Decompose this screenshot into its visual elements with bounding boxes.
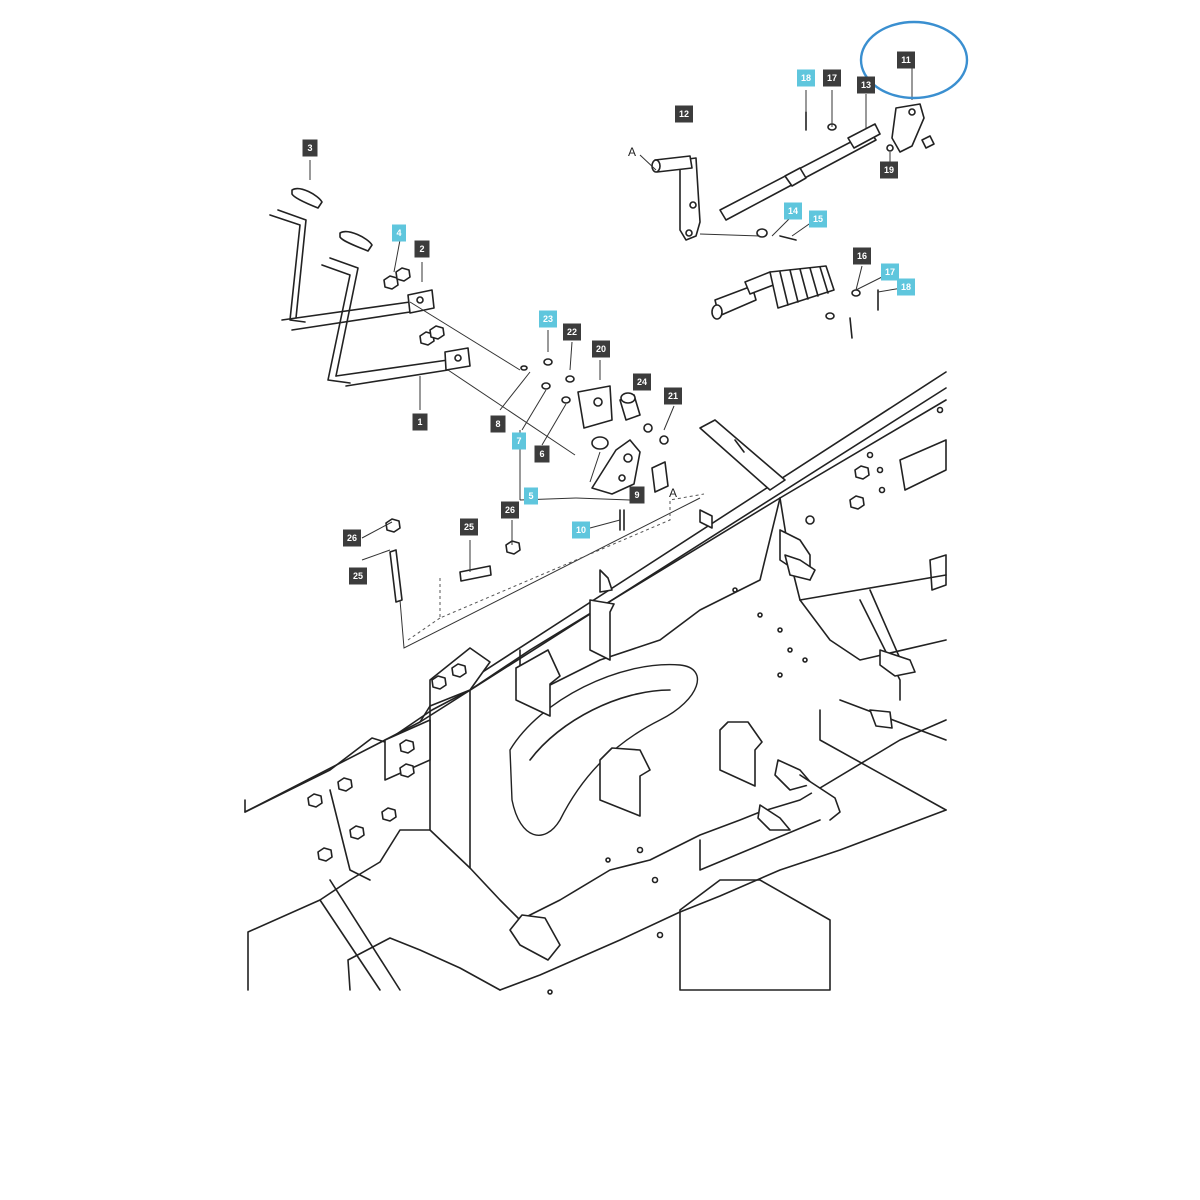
callout-2[interactable]: 2 — [414, 240, 430, 258]
svg-text:1: 1 — [417, 417, 422, 427]
svg-text:25: 25 — [353, 571, 363, 581]
callout-18[interactable]: 18 — [897, 278, 915, 296]
reference-letter-a: A — [669, 486, 677, 500]
svg-text:7: 7 — [516, 436, 521, 446]
callout-21[interactable]: 21 — [664, 387, 682, 405]
svg-text:12: 12 — [679, 109, 689, 119]
callout-16[interactable]: 16 — [853, 247, 871, 265]
callout-23[interactable]: 23 — [539, 310, 557, 328]
callout-25[interactable]: 25 — [460, 518, 478, 536]
callout-24[interactable]: 24 — [633, 373, 651, 391]
callout-8[interactable]: 8 — [490, 415, 506, 433]
svg-text:13: 13 — [861, 80, 871, 90]
svg-text:8: 8 — [495, 419, 500, 429]
highlight-circle — [859, 20, 969, 100]
callout-11[interactable]: 11 — [897, 51, 915, 69]
callout-15[interactable]: 15 — [809, 210, 827, 228]
callout-12[interactable]: 12 — [675, 105, 693, 123]
svg-text:2: 2 — [419, 244, 424, 254]
svg-text:17: 17 — [885, 267, 895, 277]
svg-text:16: 16 — [857, 251, 867, 261]
callout-6[interactable]: 6 — [534, 445, 550, 463]
callout-3[interactable]: 3 — [302, 139, 318, 157]
svg-text:20: 20 — [596, 344, 606, 354]
leader-lines — [309, 68, 913, 649]
svg-text:25: 25 — [464, 522, 474, 532]
callout-9[interactable]: 9 — [629, 486, 645, 504]
svg-text:9: 9 — [634, 490, 639, 500]
callout-20[interactable]: 20 — [592, 340, 610, 358]
svg-text:18: 18 — [901, 282, 911, 292]
svg-text:15: 15 — [813, 214, 823, 224]
callout-14[interactable]: 14 — [784, 202, 802, 220]
callout-17[interactable]: 17 — [881, 263, 899, 281]
linkage-assembly — [651, 103, 935, 339]
svg-text:5: 5 — [528, 491, 533, 501]
svg-text:22: 22 — [567, 327, 577, 337]
svg-text:10: 10 — [576, 525, 586, 535]
bracket-assembly — [385, 358, 786, 603]
svg-text:26: 26 — [347, 533, 357, 543]
reference-letter-a: A — [628, 145, 636, 159]
callout-1[interactable]: 1 — [412, 413, 428, 431]
svg-text:24: 24 — [637, 377, 647, 387]
svg-text:3: 3 — [307, 143, 312, 153]
svg-text:19: 19 — [884, 165, 894, 175]
svg-text:6: 6 — [539, 449, 544, 459]
svg-text:21: 21 — [668, 391, 678, 401]
callout-18[interactable]: 18 — [797, 69, 815, 87]
svg-text:23: 23 — [543, 314, 553, 324]
callout-4[interactable]: 4 — [392, 224, 406, 242]
callout-25[interactable]: 25 — [349, 567, 367, 585]
svg-text:4: 4 — [396, 228, 401, 238]
callout-10[interactable]: 10 — [572, 521, 590, 539]
callout-5[interactable]: 5 — [524, 487, 538, 505]
callout-17[interactable]: 17 — [823, 69, 841, 87]
callout-26[interactable]: 26 — [343, 529, 361, 547]
callout-13[interactable]: 13 — [857, 76, 875, 94]
frame-fasteners — [307, 406, 944, 995]
svg-text:18: 18 — [801, 73, 811, 83]
svg-text:14: 14 — [788, 206, 798, 216]
callout-26[interactable]: 26 — [501, 501, 519, 519]
callout-22[interactable]: 22 — [563, 323, 581, 341]
callout-19[interactable]: 19 — [880, 161, 898, 179]
svg-text:17: 17 — [827, 73, 837, 83]
svg-text:26: 26 — [505, 505, 515, 515]
svg-text:11: 11 — [901, 55, 911, 65]
callout-7[interactable]: 7 — [512, 432, 526, 450]
frame-brackets — [384, 509, 916, 961]
callout-labels: 11 18 17 13 12 19 14 15 16 17 18 3 4 2 1… — [302, 51, 915, 585]
pedal-assembly — [269, 187, 471, 387]
